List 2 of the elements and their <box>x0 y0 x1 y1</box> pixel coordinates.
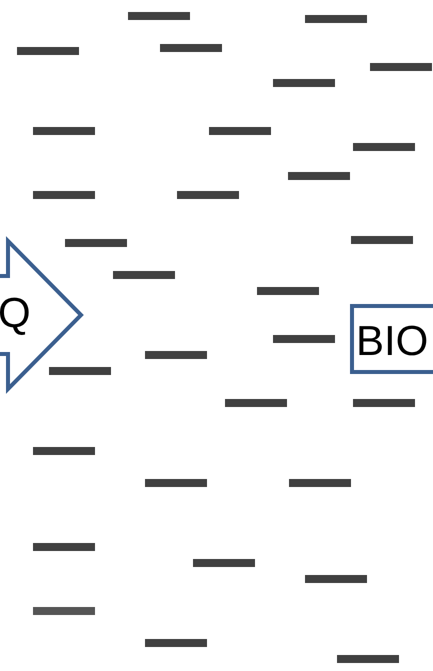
shape-text: Q <box>0 292 31 334</box>
shape-text: BIO <box>356 320 428 362</box>
